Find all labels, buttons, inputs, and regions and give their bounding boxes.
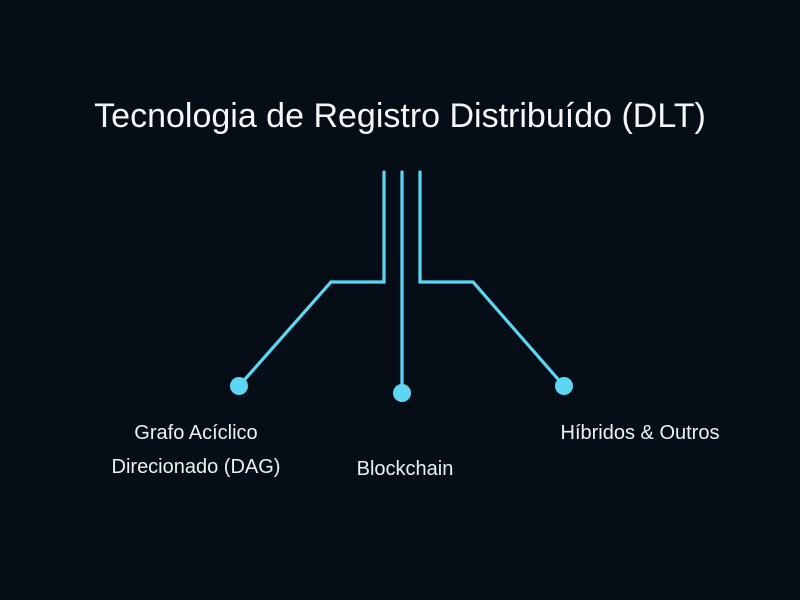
- branch-label-dag: Grafo Acíclico Direcionado (DAG): [96, 416, 296, 484]
- branch-label-blockchain: Blockchain: [330, 452, 480, 486]
- branch-label-blockchain-line-1: Blockchain: [356, 458, 454, 480]
- node-dot-dag: [230, 377, 248, 395]
- connector-dag: [237, 170, 386, 388]
- branch-label-dag-line-1: Grafo Acíclico: [134, 422, 258, 444]
- diagram-title: Tecnologia de Registro Distribuído (DLT): [94, 97, 706, 135]
- branch-label-hybrid: Híbridos & Outros: [530, 416, 750, 450]
- branch-label-dag-line-2: Direcionado (DAG): [111, 456, 281, 478]
- node-dot-hybrid: [555, 377, 573, 395]
- connector-hybrid: [418, 170, 566, 388]
- branch-label-hybrid-line-1: Híbridos & Outros: [560, 422, 720, 444]
- node-dot-blockchain: [393, 384, 411, 402]
